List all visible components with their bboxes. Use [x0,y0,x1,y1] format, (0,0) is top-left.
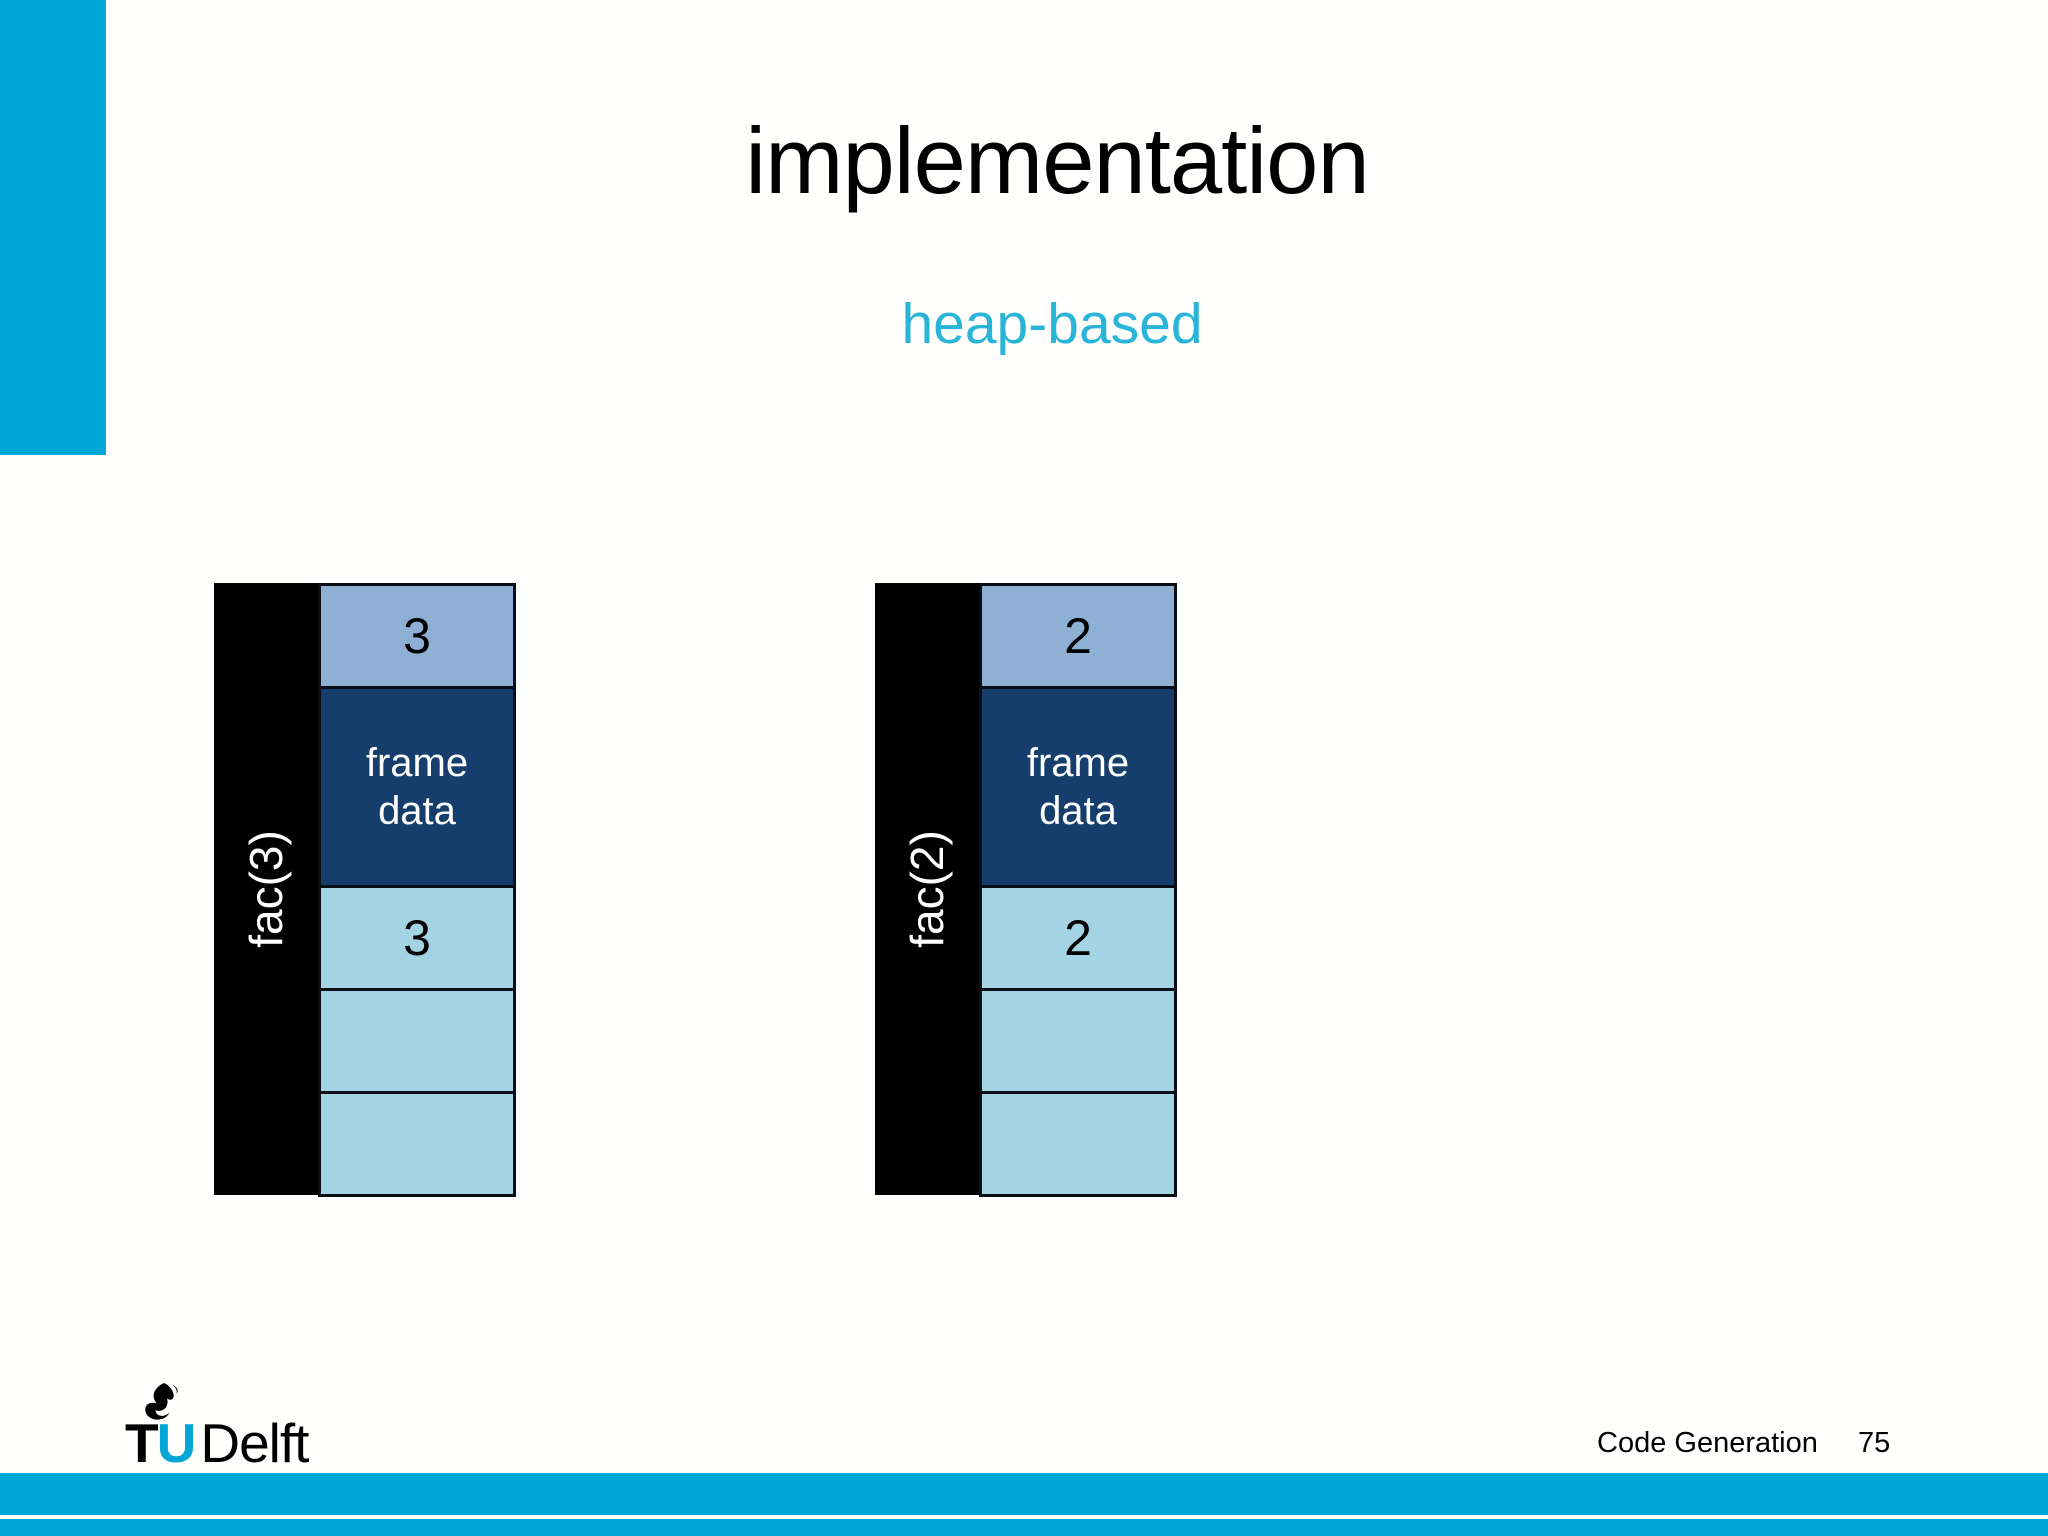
frame-data-line1: frame [1026,741,1130,785]
frame-data-text: frame data [1027,739,1129,835]
page-title: implementation [745,108,1369,213]
frame-label-bar: fac(2) [875,583,979,1195]
cell-empty [318,1091,516,1197]
footer-page-number: 75 [1858,1427,1891,1459]
cell-frame-data: frame data [979,686,1177,888]
frame-data-line2: data [1039,789,1117,833]
tu-delft-flame-icon [145,1383,178,1420]
frame-label-bar: fac(3) [214,583,318,1195]
cell-value: 2 [979,885,1177,991]
frame-label: fac(2) [901,830,953,948]
frame-data-text: frame data [366,739,468,835]
logo-letter-u: U [156,1412,197,1474]
cell-empty [318,988,516,1094]
tu-delft-logo: TUDelft [125,1382,345,1472]
page-subtitle: heap-based [901,292,1203,356]
logo-delft-text: Delft [200,1412,309,1474]
frame-cells: 3 frame data 3 [318,583,516,1197]
cell-argument: 2 [979,583,1177,689]
frame-cells: 2 frame data 2 [979,583,1177,1197]
cell-empty [979,1091,1177,1197]
cell-frame-data: frame data [318,686,516,888]
frame-data-line1: frame [365,741,469,785]
cell-empty [979,988,1177,1094]
left-accent-bar [0,0,106,455]
bottom-bar-white-stripe [0,1515,2048,1519]
bottom-accent-bar [0,1473,2048,1536]
footer-course-name: Code Generation [1597,1427,1818,1459]
frame-data-line2: data [378,789,456,833]
cell-argument: 3 [318,583,516,689]
tu-delft-logo-text: TUDelft [125,1416,309,1471]
logo-letter-t: T [125,1412,159,1474]
frame-label: fac(3) [240,830,292,948]
cell-value: 3 [318,885,516,991]
